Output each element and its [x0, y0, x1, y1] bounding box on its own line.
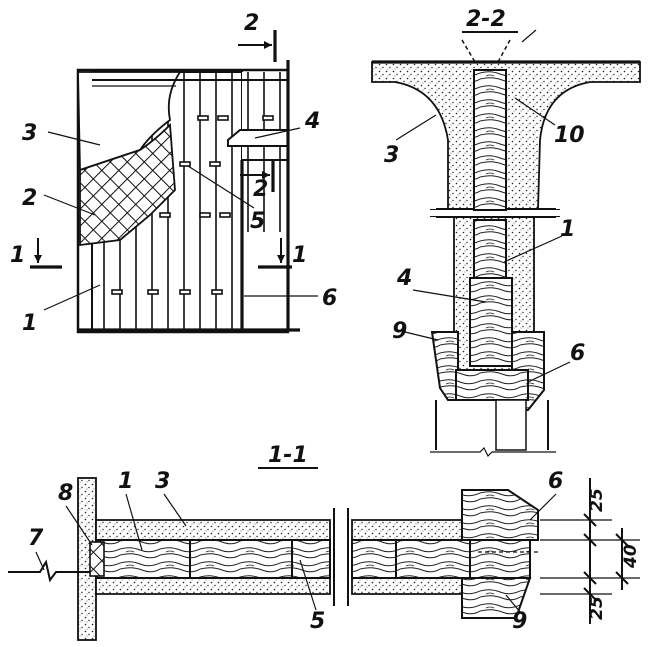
dimension-chain: 25 40 25 — [540, 478, 641, 624]
elevation-view: 2 2 1 1 3 2 1 4 5 6 — [10, 11, 337, 336]
s11-callout-7: 7 — [28, 526, 44, 551]
s11-callout-9: 9 — [512, 609, 527, 634]
elev-callout-5: 5 — [250, 209, 265, 234]
cut-label-2-mid: 2 — [253, 177, 268, 202]
elev-callout-4: 4 — [304, 109, 320, 134]
elev-callout-6: 6 — [322, 286, 337, 311]
dim-25-top: 25 — [587, 488, 607, 512]
section-1-1-title: 1-1 — [268, 443, 308, 468]
elev-callout-1: 1 — [22, 311, 37, 336]
dim-25-bottom: 25 — [587, 596, 607, 620]
cut-label-1-right: 1 — [292, 243, 307, 268]
section-2-2: 2-2 3 10 1 4 — [371, 7, 641, 458]
section-2-2-title: 2-2 — [466, 7, 506, 32]
s11-callout-6: 6 — [548, 469, 563, 494]
wood-core-upper — [473, 69, 507, 211]
elev-callout-2: 2 — [22, 186, 37, 211]
s22-callout-3: 3 — [384, 143, 399, 168]
cut-label-2-top: 2 — [244, 11, 259, 36]
s22-callout-6: 6 — [570, 341, 585, 366]
s11-callout-8: 8 — [58, 481, 73, 506]
s22-callout-1: 1 — [560, 217, 575, 242]
wood-core-section — [95, 539, 331, 579]
s11-callout-3: 3 — [155, 469, 170, 494]
elev-callout-3: 3 — [22, 121, 37, 146]
section-1-1: 1-1 8 7 1 3 5 6 — [8, 443, 563, 641]
s22-callout-4: 4 — [396, 266, 412, 291]
s22-callout-10: 10 — [554, 123, 585, 148]
s11-callout-5: 5 — [310, 609, 325, 634]
s22-callout-9: 9 — [392, 319, 407, 344]
cut-label-1-left: 1 — [10, 243, 25, 268]
reinforcing-mesh — [79, 122, 176, 247]
fastener-marks — [111, 115, 274, 295]
plaster-layer — [77, 71, 182, 172]
wood-core-lower — [469, 277, 513, 367]
s11-callout-1: 1 — [118, 469, 133, 494]
dim-40: 40 — [621, 544, 641, 569]
